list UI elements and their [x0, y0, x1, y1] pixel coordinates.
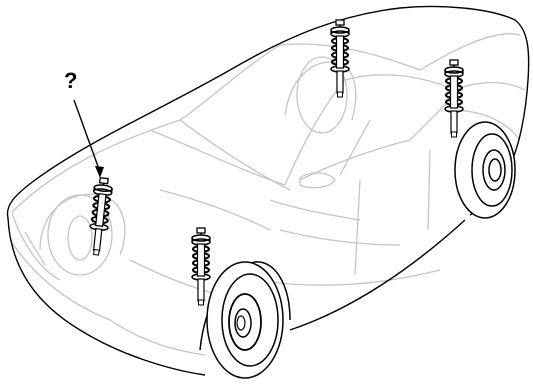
front-right-wheel [199, 261, 291, 379]
rear-right-wheel [454, 121, 516, 219]
question-mark-callout: ? [64, 68, 78, 93]
strut-rear-right [444, 59, 464, 138]
strut-front-right [191, 227, 211, 306]
callout-arrow [73, 99, 104, 178]
